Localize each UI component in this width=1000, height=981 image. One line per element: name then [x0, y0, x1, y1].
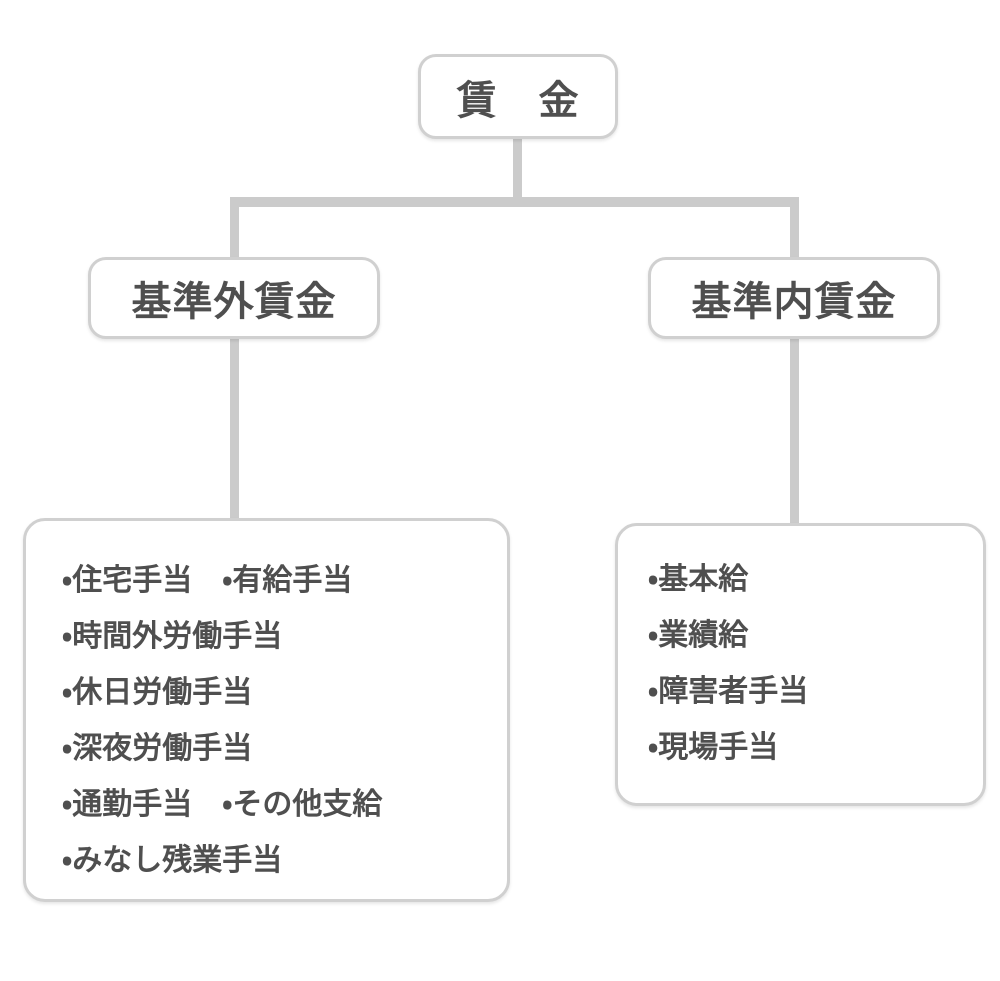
- node-wages: 賃 金: [418, 54, 618, 139]
- connector-root-stem: [513, 137, 522, 207]
- list-item: ・通勤手当 ・その他支給: [62, 787, 383, 822]
- node-wages-label: 賃 金: [456, 77, 580, 124]
- list-item: ・休日労働手当: [62, 675, 253, 710]
- list-non-standard-wage-items: ・住宅手当 ・有給手当・時間外労働手当・休日労働手当・深夜労働手当・通勤手当 ・…: [23, 518, 510, 902]
- connector-right-list-stem: [790, 337, 799, 526]
- list-item: ・現場手当: [648, 730, 779, 765]
- node-standard-wages-label: 基準内賃金: [691, 279, 897, 325]
- node-non-standard-wages-label: 基準外賃金: [131, 279, 337, 325]
- list-item: ・みなし残業手当: [62, 843, 283, 878]
- list-item: ・時間外労働手当: [62, 619, 283, 654]
- list-item: ・住宅手当 ・有給手当: [62, 563, 353, 598]
- node-non-standard-wages: 基準外賃金: [88, 257, 380, 339]
- list-standard-wage-items: ・基本給・業績給・障害者手当・現場手当: [615, 523, 986, 806]
- list-item: ・深夜労働手当: [62, 731, 253, 766]
- list-item: ・障害者手当: [648, 674, 809, 709]
- connector-left-branch-stem: [230, 197, 239, 259]
- connector-crossbar: [230, 197, 799, 207]
- list-item: ・基本給: [648, 562, 749, 597]
- connector-right-branch-stem: [790, 197, 799, 259]
- list-item: ・業績給: [648, 618, 749, 653]
- connector-left-list-stem: [230, 337, 239, 521]
- node-standard-wages: 基準内賃金: [648, 257, 940, 339]
